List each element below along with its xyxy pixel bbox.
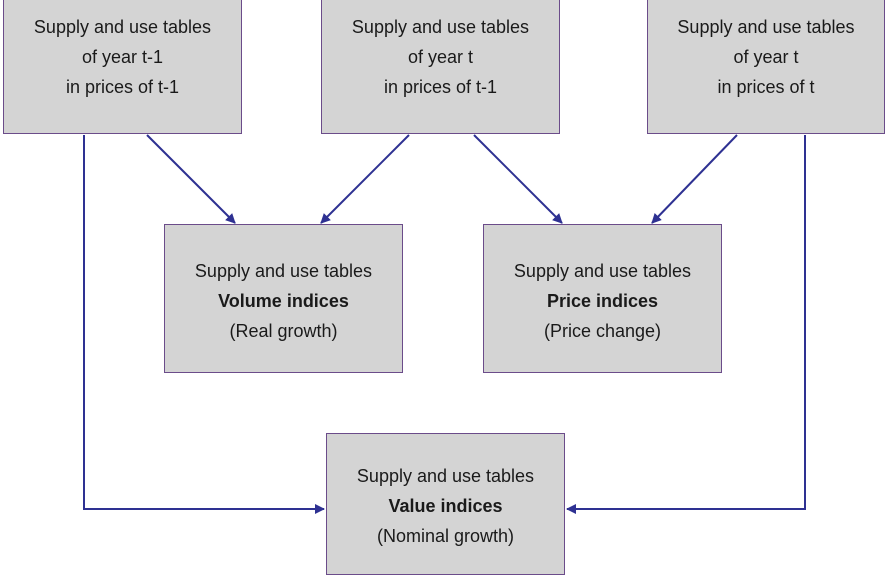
box-line-title: Supply and use tables (513, 260, 692, 281)
arrow-box2-to-price (473, 134, 563, 224)
box-line-prices: in prices of t-1 (65, 77, 180, 97)
box-line-title: Supply and use tables (33, 17, 212, 37)
box-line-subtitle: (Real growth) (229, 320, 338, 341)
box-line-heading: Price indices (546, 290, 659, 311)
arrow-box2-to-volume (320, 134, 410, 224)
box-line-year: of year t-1 (81, 47, 164, 67)
box-line-title: Supply and use tables (351, 17, 530, 37)
box-sut-year-t-prices-t-minus-1: Supply and use tables of year t in price… (321, 0, 560, 134)
box-sut-year-t-prices-t: Supply and use tables of year t in price… (647, 0, 885, 134)
box-value-indices: Supply and use tables Value indices (Nom… (326, 433, 565, 575)
box-line-title: Supply and use tables (356, 466, 535, 486)
box-price-indices: Supply and use tables Price indices (Pri… (483, 224, 722, 373)
box-line-heading: Volume indices (218, 290, 349, 311)
arrow-box1-to-volume (146, 134, 236, 224)
box-line-title: Supply and use tables (677, 17, 855, 37)
arrow-box3-to-price (651, 134, 738, 224)
box-line-subtitle: (Price change) (543, 320, 662, 341)
box-sut-year-t-minus-1-prices-t-minus-1: Supply and use tables of year t-1 in pri… (3, 0, 242, 134)
box-line-year: of year t (733, 47, 799, 67)
box-line-title: Supply and use tables (194, 260, 373, 281)
box-line-year: of year t (407, 47, 474, 67)
box-line-subtitle: (Nominal growth) (376, 526, 515, 546)
box-line-prices: in prices of t-1 (383, 77, 498, 97)
box-line-prices: in prices of t (717, 77, 815, 97)
box-volume-indices: Supply and use tables Volume indices (Re… (164, 224, 403, 373)
box-line-heading: Value indices (388, 496, 503, 516)
